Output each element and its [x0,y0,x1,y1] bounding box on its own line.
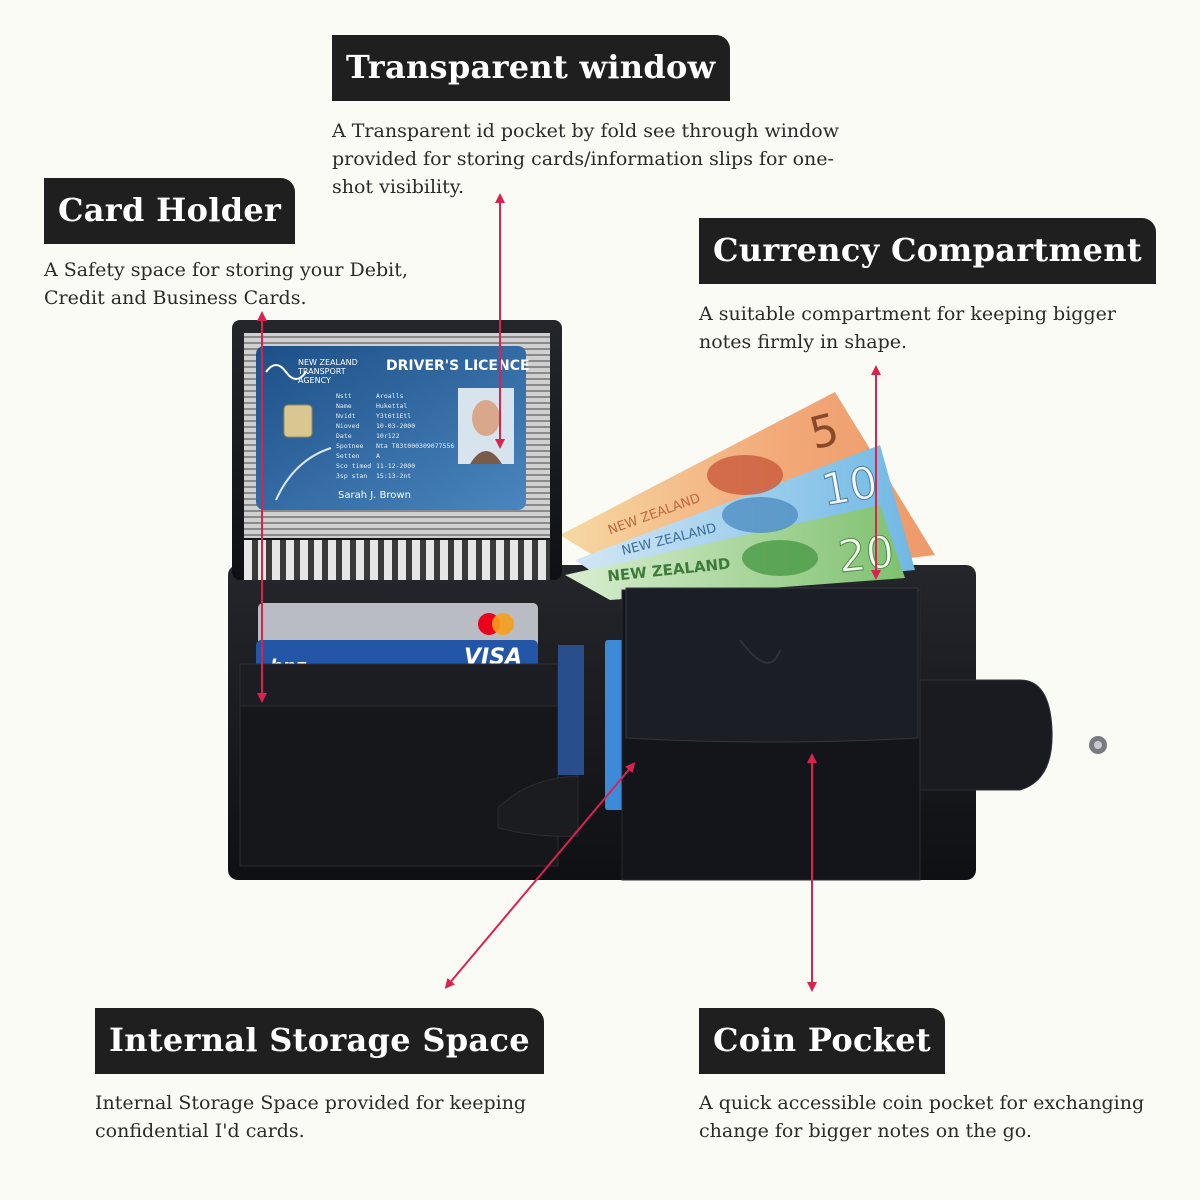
striped-lining [244,540,550,580]
currency-compartment-title: Currency Compartment [699,218,1156,284]
top-flap [232,320,562,580]
desc-line: shot visibility. [332,176,465,198]
currency-compartment-description: A suitable compartment for keeping bigge… [699,300,1169,356]
note-country: NEW ZEALAND [606,491,702,538]
desc-line: provided for storing cards/information s… [332,148,834,170]
note-ten [575,445,915,598]
licence-field-value: 11-12-2000 [376,462,415,470]
licence-field-value: Aroalls [376,392,403,400]
licence-field-label: Nioved [336,422,360,430]
visa-logo: VISA [464,645,522,670]
licence-chip [283,404,313,438]
licence-field-label: Date [336,432,352,440]
drivers-licence-card: NEW ZEALAND TRANSPORT AGENCY DRIVER'S LI… [256,346,530,510]
coin-pocket-flap [621,587,921,881]
arrow-internal-storage [444,762,636,989]
licence-field-value: Hukettal [376,402,407,410]
licence-field-value: Nta T83t000309077556 [376,442,454,450]
note-ten-value: 10 [818,457,882,517]
licence-field-value: 10r122 [376,432,400,440]
card-silver [258,603,538,663]
note-country: NEW ZEALAND [607,555,732,586]
note-country: NEW ZEALAND [620,521,718,559]
desc-line: A Transparent id pocket by fold see thro… [332,120,839,142]
desc-line: Internal Storage Space provided for keep… [95,1092,527,1114]
banknotes: 5 10 20 NEW ZEALAND NEW ZEALAND NEW ZEAL… [560,392,935,600]
snap-button [1089,736,1107,754]
licence-field-label: Name [336,402,352,410]
card-holder-title: Card Holder [44,178,296,244]
licence-field-value: Y3t6t1Etl [376,412,411,420]
wallet-body [228,565,976,880]
licence-field-label: Spotnee [336,442,363,450]
licence-agency: TRANSPORT [297,367,346,376]
desc-line: notes firmly in shape. [699,331,908,353]
coin-pocket-title: Coin Pocket [699,1008,946,1074]
inner-card-blue [605,640,633,810]
licence-field-label: Nstt [336,392,352,400]
clasp-strap [919,679,1053,791]
licence-name: Sarah J. Brown [338,490,411,501]
licence-agency: NEW ZEALAND [298,358,358,367]
card-slots: VISA bnz [239,603,579,867]
licence-field-value: 15:13-2nt [376,472,411,480]
note-five [560,392,935,590]
internal-storage-description: Internal Storage Space provided for keep… [95,1089,575,1145]
internal-storage-title: Internal Storage Space [95,1008,544,1074]
licence-heading: DRIVER'S LICENCE [386,358,530,374]
licence-field-label: Nvidt [336,412,356,420]
licence-field-label: 3sp stan [336,472,367,480]
card-visa [256,640,538,695]
coin-pocket-description: A quick accessible coin pocket for excha… [699,1089,1179,1145]
desc-line: confidential I'd cards. [95,1120,305,1142]
licence-photo [458,388,514,464]
licence-field-value: 10-03-2000 [376,422,415,430]
desc-line: Credit and Business Cards. [44,287,307,309]
inner-card [558,645,584,775]
desc-line: A suitable compartment for keeping bigge… [699,303,1116,325]
card-holder-description: A Safety space for storing your Debit, C… [44,256,464,312]
licence-field-value: A [376,452,380,460]
transparent-window-title: Transparent window [332,35,730,101]
transparent-window-description: A Transparent id pocket by fold see thro… [332,117,892,201]
note-twenty [565,505,905,600]
note-five-value: 5 [805,404,845,460]
desc-line: A quick accessible coin pocket for excha… [699,1092,1145,1114]
licence-field-label: Sco timed [336,462,371,470]
bnz-logo: bnz [270,656,307,677]
licence-field-label: Setten [336,452,360,460]
desc-line: A Safety space for storing your Debit, [44,259,408,281]
desc-line: change for bigger notes on the go. [699,1120,1032,1142]
licence-agency: AGENCY [298,376,331,385]
note-twenty-value: 20 [836,527,897,584]
